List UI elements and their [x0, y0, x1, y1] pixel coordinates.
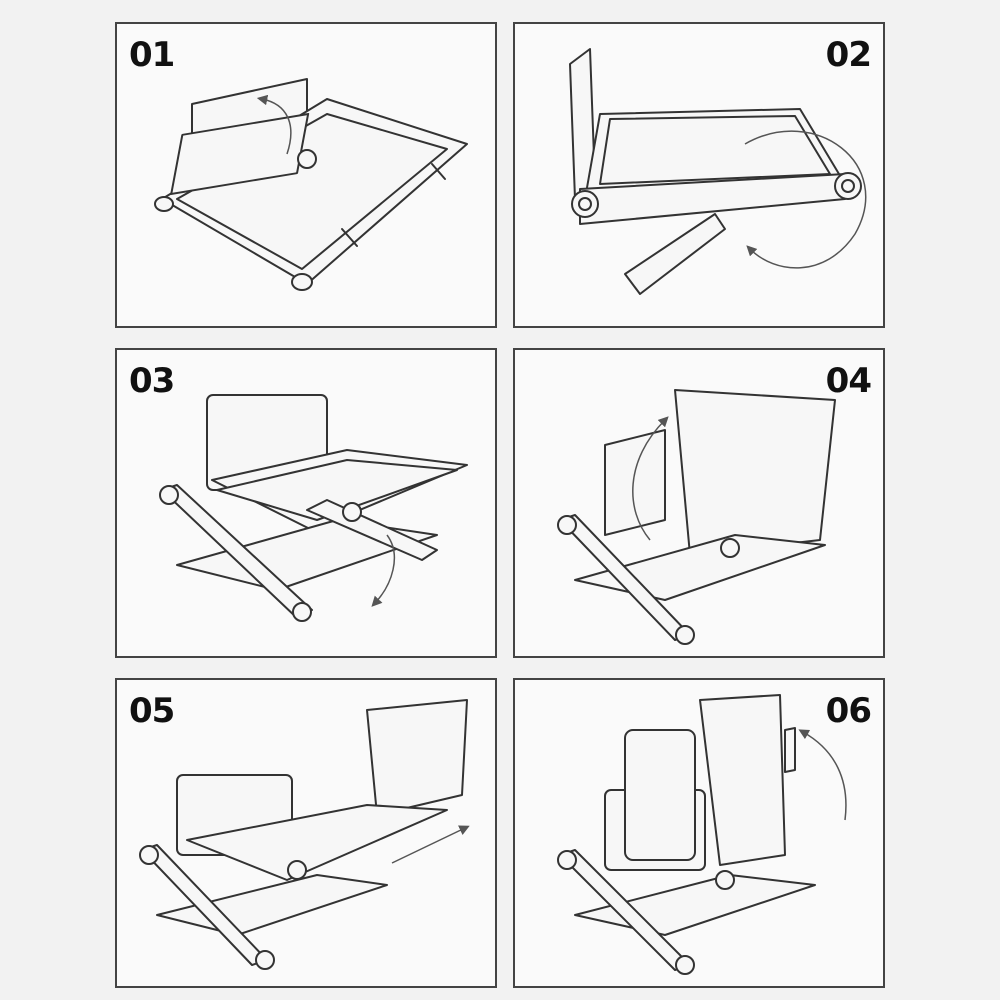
- step-number-4: 04: [825, 361, 872, 401]
- step-panel-3: 03: [115, 348, 497, 658]
- step-panel-5: 05: [115, 678, 497, 988]
- step-5-illustration: [139, 699, 470, 970]
- step-number-2: 02: [825, 35, 872, 75]
- step-number-1: 01: [129, 35, 175, 75]
- step-4-illustration: [557, 389, 836, 645]
- step-6-illustration: [557, 694, 847, 975]
- step-panel-6: 06: [513, 678, 885, 988]
- step-3-illustration: [159, 394, 468, 622]
- step-panel-1: 01: [115, 22, 497, 328]
- step-number-3: 03: [129, 361, 175, 401]
- step-panel-2: 02: [513, 22, 885, 328]
- step-panel-4: 04: [513, 348, 885, 658]
- step-2-illustration: [569, 48, 867, 295]
- step-number-6: 06: [825, 691, 872, 731]
- step-1-illustration: [154, 78, 468, 291]
- step-number-5: 05: [129, 691, 175, 731]
